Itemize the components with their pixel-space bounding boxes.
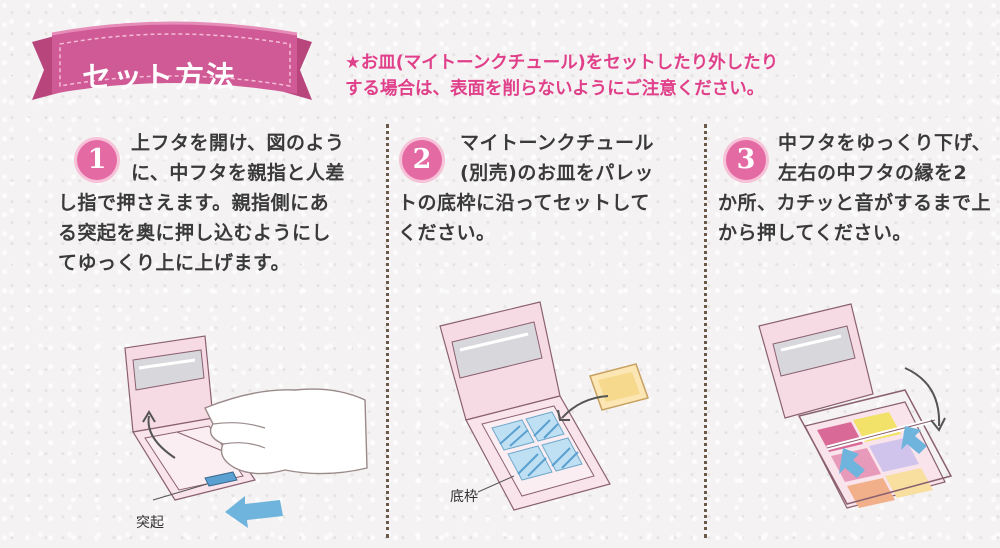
curved-arrow-icon bbox=[561, 395, 609, 419]
curved-arrow-icon bbox=[904, 367, 941, 427]
step-3-number: 3 bbox=[726, 140, 766, 180]
push-arrow-icon bbox=[225, 496, 283, 528]
step-3-text: 中フタをゆっくり下げ、 左右の中フタの縁を2 か所、カチッと音がするまで上 から… bbox=[718, 132, 992, 244]
caution-note: ★お皿(マイトーンクチュール)をセットしたり外したり する場合は、表面を削らない… bbox=[345, 50, 825, 102]
title-ribbon bbox=[32, 21, 312, 100]
base-frame-label: 底枠 bbox=[450, 489, 478, 505]
step-1-text: 上フタを開け、図のよう に、中フタを親指と人差 し指で押さえます。親指側にあ る… bbox=[58, 132, 345, 274]
column-divider bbox=[704, 124, 707, 538]
push-arrow-icon bbox=[839, 448, 865, 478]
curved-arrow-icon bbox=[147, 415, 176, 459]
step-1-number: 1 bbox=[77, 140, 117, 180]
step-3-illustration bbox=[758, 303, 953, 509]
push-arrow-icon bbox=[901, 426, 927, 454]
protrusion-label: 突起 bbox=[136, 515, 164, 531]
step-2-illustration bbox=[439, 301, 649, 511]
step-2-number: 2 bbox=[402, 140, 442, 180]
caution-note-line: ★お皿(マイトーンクチュール)をセットしたり外したり bbox=[345, 53, 779, 73]
column-divider bbox=[386, 124, 389, 538]
step-2-text: マイトーンクチュール (別売)のお皿をパレッ トの底枠に沿ってセットして くださ… bbox=[398, 132, 655, 244]
section-title: セット方法 bbox=[82, 60, 238, 94]
caution-note-line: する場合は、表面を削らないようにご注意ください。 bbox=[345, 79, 765, 99]
step-1-illustration bbox=[124, 335, 368, 528]
